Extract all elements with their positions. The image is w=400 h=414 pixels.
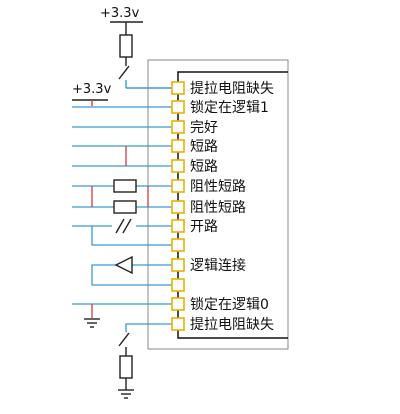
buffer-triangle-icon bbox=[114, 255, 133, 275]
square-pad-icon bbox=[171, 278, 185, 292]
pin-label: 阻性短路 bbox=[190, 179, 246, 195]
shorts bbox=[91, 146, 149, 318]
pin-label: 锁定在逻辑1 bbox=[190, 100, 269, 116]
square-pad-icon bbox=[171, 258, 185, 272]
square-pad-icon bbox=[171, 297, 185, 311]
pin-label: 开路 bbox=[190, 219, 218, 235]
square-pad-icon bbox=[171, 81, 185, 95]
square-pad-icon bbox=[171, 139, 185, 153]
square-pad-icon bbox=[171, 238, 185, 252]
resistor-icon bbox=[119, 355, 133, 379]
pin-label: 提拉电阻缺失 bbox=[190, 81, 274, 97]
components bbox=[112, 179, 137, 275]
pin-column: 提拉电阻缺失锁定在逻辑1完好短路短路阻性短路阻性短路开路逻辑连接锁定在逻辑0提拉… bbox=[171, 81, 274, 333]
pin-label: 短路 bbox=[190, 159, 218, 175]
open-switch-icon bbox=[118, 332, 130, 347]
square-pad-icon bbox=[171, 179, 185, 193]
open-switch-icon bbox=[118, 65, 130, 80]
top-pullup-circuit: +3.3v bbox=[100, 6, 172, 89]
pin-label: 锁定在逻辑0 bbox=[190, 297, 269, 313]
left-supply-label: +3.3v bbox=[72, 82, 112, 97]
pin-label: 阻性短路 bbox=[190, 200, 246, 216]
left-supply: +3.3v bbox=[72, 82, 112, 106]
net-pin14 bbox=[125, 323, 172, 332]
resistor-icon bbox=[113, 200, 137, 214]
open-switch-icon bbox=[122, 218, 132, 234]
square-pad-icon bbox=[171, 200, 185, 214]
top-supply-label: +3.3v bbox=[100, 6, 140, 21]
resistor-icon bbox=[119, 34, 133, 58]
net-open-branch bbox=[91, 226, 172, 246]
square-pad-icon bbox=[171, 159, 185, 173]
square-pad-icon bbox=[171, 120, 185, 134]
pin-label: 短路 bbox=[190, 139, 218, 155]
resistor-icon bbox=[113, 179, 137, 193]
nets bbox=[72, 106, 172, 332]
net-logic-loop bbox=[91, 264, 172, 286]
ground-icon bbox=[84, 318, 100, 328]
ground-icon bbox=[118, 389, 134, 399]
square-pad-icon bbox=[171, 317, 185, 331]
pin-label: 逻辑连接 bbox=[190, 257, 246, 274]
grounds bbox=[84, 318, 134, 399]
square-pad-icon bbox=[171, 219, 185, 233]
square-pad-icon bbox=[171, 100, 185, 114]
pin-label: 提拉电阻缺失 bbox=[190, 317, 274, 333]
pin-label: 完好 bbox=[190, 120, 218, 136]
open-switch-icon bbox=[115, 218, 125, 234]
